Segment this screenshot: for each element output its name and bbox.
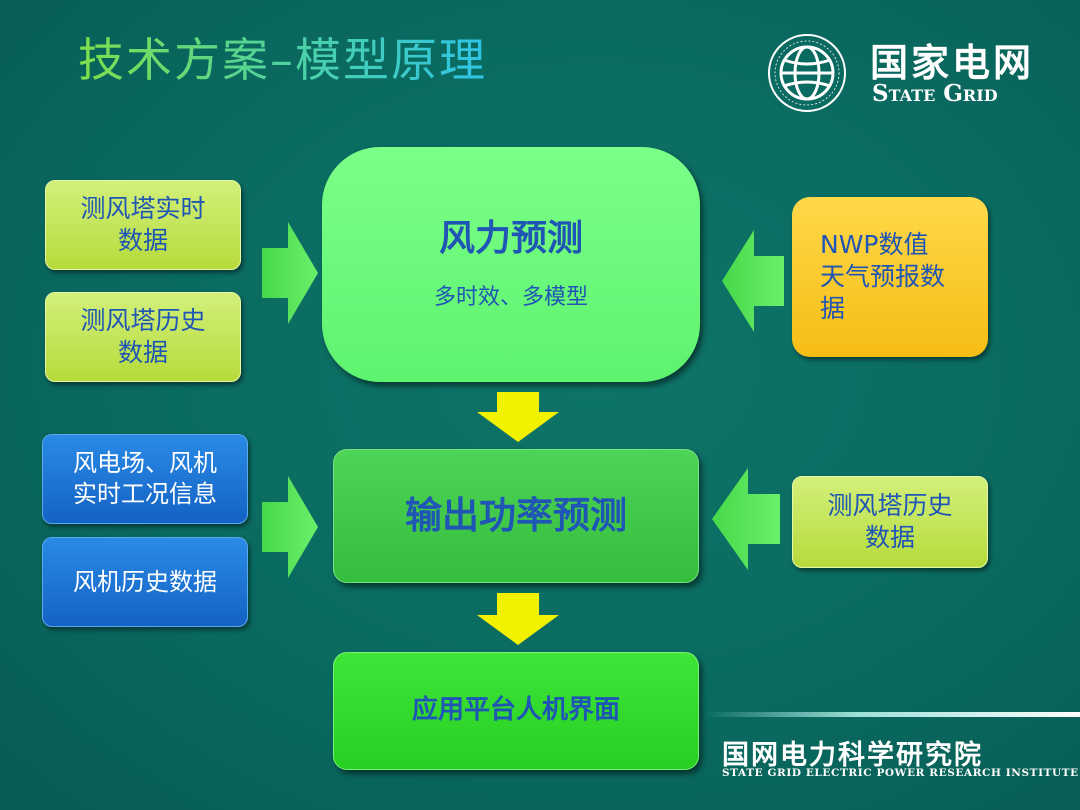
institute-name-en: STATE GRID ELECTRIC POWER RESEARCH INSTI… [722, 767, 1079, 779]
input-box-tower-history-right: 测风塔历史 数据 [792, 476, 988, 568]
wind-forecast-box: 风力预测 多时效、多模型 [322, 147, 700, 382]
left-arrow-icon [712, 468, 780, 570]
slide-title: 技术方案–模型原理 [78, 24, 487, 90]
right-arrow-icon [262, 222, 318, 324]
wind-forecast-title: 风力预测 [438, 218, 583, 260]
input-box-tower-realtime: 测风塔实时 数据 [45, 180, 241, 270]
platform-interface-box: 应用平台人机界面 [333, 652, 699, 770]
left-arrow-icon [722, 230, 784, 332]
institute-name-cn: 国网电力科学研究院 [722, 740, 983, 771]
input-box-turbine-realtime: 风电场、风机 实时工况信息 [42, 434, 248, 524]
down-arrow-icon [477, 392, 559, 442]
input-box-nwp: NWP数值 天气预报数 据 [792, 197, 988, 357]
state-grid-logo: 国家电网 State Grid [766, 30, 1036, 112]
logo-name-en: State Grid [872, 80, 998, 107]
footer-divider [704, 712, 1080, 717]
logo-name-cn: 国家电网 [870, 41, 1035, 85]
input-box-turbine-history: 风机历史数据 [42, 537, 248, 627]
right-arrow-icon [262, 476, 318, 578]
wind-forecast-subtitle: 多时效、多模型 [433, 285, 588, 311]
input-box-tower-history: 测风塔历史 数据 [45, 292, 241, 382]
globe-emblem-icon [768, 34, 846, 112]
power-forecast-box: 输出功率预测 [333, 449, 699, 583]
down-arrow-icon [477, 593, 559, 645]
